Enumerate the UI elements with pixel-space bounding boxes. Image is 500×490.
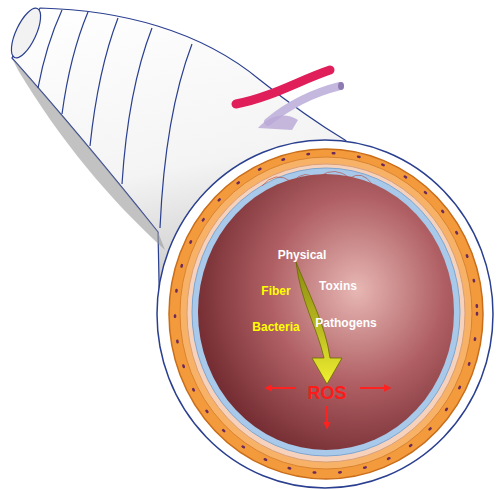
tube-ring <box>38 10 62 88</box>
vein-end <box>338 82 344 90</box>
capillaries <box>262 171 372 186</box>
protective-label: Fiber <box>261 285 290 297</box>
ros-arrow <box>326 406 328 428</box>
insult-label: Pathogens <box>315 317 376 329</box>
tube-ring <box>62 12 88 114</box>
serosa <box>157 140 493 488</box>
muscle-layer <box>169 149 483 479</box>
insult-label: Physical <box>278 249 327 261</box>
ros-label: ROS <box>307 384 346 402</box>
artery <box>236 70 330 104</box>
nerve-dots <box>175 153 477 473</box>
vessel-junction <box>258 116 298 130</box>
lumen <box>198 174 454 450</box>
tube-rings <box>38 10 192 228</box>
tube-shadow <box>12 58 165 250</box>
tube-end <box>6 4 47 61</box>
capillary <box>262 174 318 186</box>
tube-ring <box>160 44 192 228</box>
muscle-inner <box>180 157 472 469</box>
ros-arrow <box>266 387 296 389</box>
insult-label: Toxins <box>319 280 357 292</box>
mucosa <box>192 168 460 456</box>
protective-label: Bacteria <box>252 321 299 333</box>
tube-ring <box>122 28 152 184</box>
submucosa <box>187 164 465 462</box>
ros-arrow <box>360 387 390 389</box>
tube-ring <box>90 18 118 146</box>
capillary <box>320 171 372 184</box>
